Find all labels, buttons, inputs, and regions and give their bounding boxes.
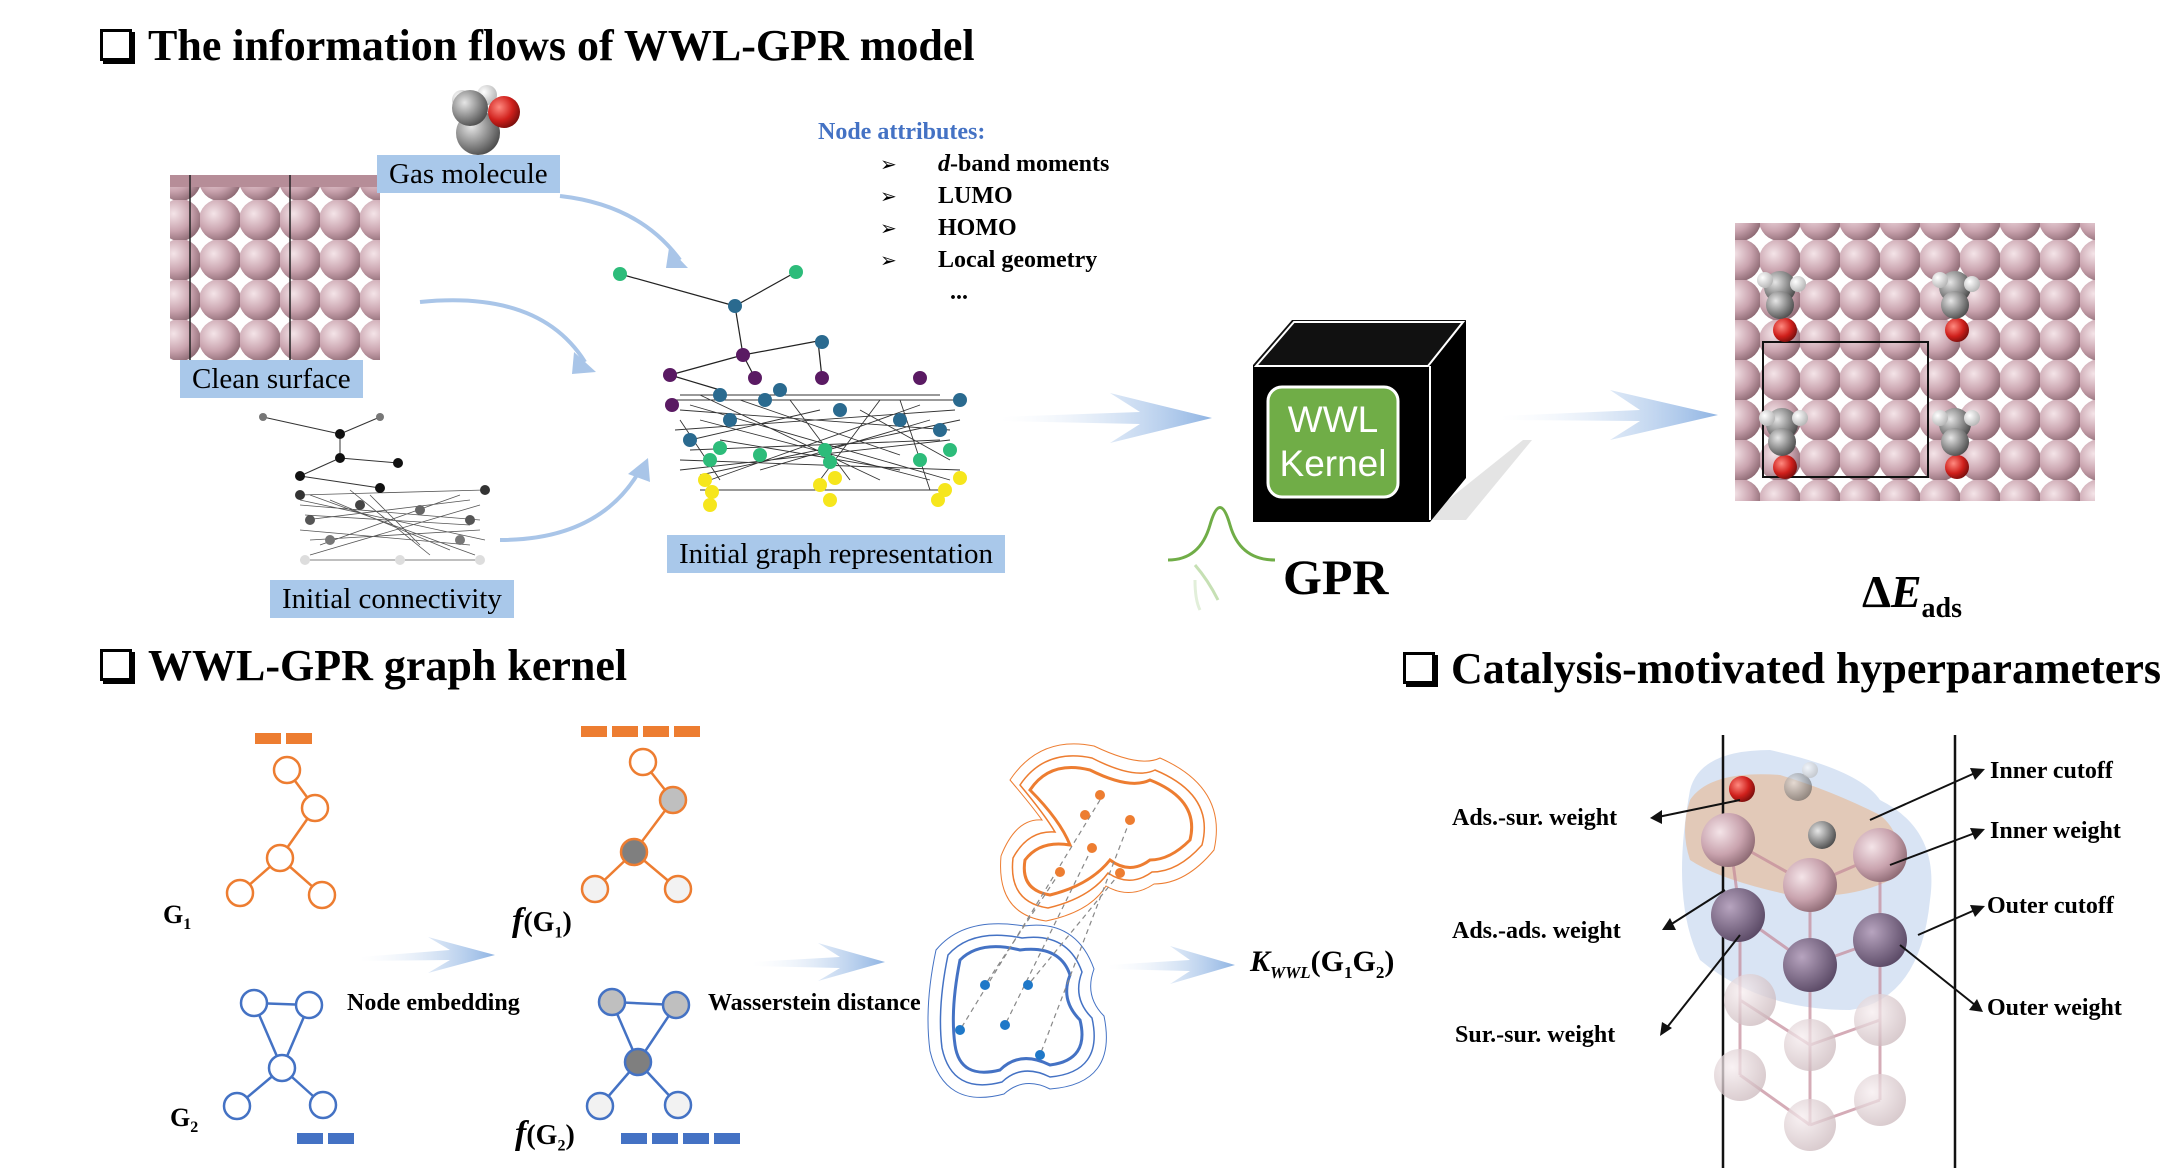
graph-f-g1: [580, 726, 700, 904]
arrow-gas-to-graph: [559, 194, 682, 262]
outer-cutoff-label: Outer cutoff: [1987, 893, 2114, 919]
g1-label-bar: [255, 733, 281, 744]
node-attribute-item: ➢LUMO: [880, 180, 1109, 212]
outer-weight-label: Outer weight: [1987, 995, 2122, 1021]
arrow-surface-to-graph: [419, 298, 587, 364]
ads-sur-weight-label: Ads.-sur. weight: [1452, 805, 1618, 831]
kwwl-label: KWWL(G1G2): [1250, 945, 1395, 982]
hyperparameter-arrows: [1650, 768, 1985, 1036]
checkbox-square-icon: [100, 28, 132, 61]
graph-g2: [222, 988, 354, 1144]
graph-node: [619, 837, 649, 867]
graph-node: [239, 988, 269, 1018]
checkbox-square-icon: [100, 648, 132, 681]
graph-node: [308, 1090, 338, 1120]
f-g1-label: f(G1): [512, 902, 572, 942]
node-attribute-item: ➢Local geometry: [880, 244, 1109, 276]
graph-node: [628, 747, 658, 777]
graph-node: [307, 880, 337, 910]
delta-e-ads-label: ΔEads: [1862, 566, 1962, 625]
arrow-connectivity-to-graph: [499, 469, 642, 542]
graph-node: [658, 785, 688, 815]
flow-arrows-top: [419, 194, 682, 542]
node-attribute-item: ...: [950, 279, 968, 305]
graph-g1: [225, 733, 337, 910]
initial-graph-label: Initial graph representation: [667, 535, 1006, 573]
arrowhead-icon: [572, 352, 596, 374]
g2-label: G2: [170, 1103, 199, 1137]
wasserstein-distance-label: Wasserstein distance: [708, 990, 921, 1016]
graph-node: [663, 874, 693, 904]
fg1-label-bar: [612, 726, 638, 737]
section-title-graph-kernel: WWL-GPR graph kernel: [100, 640, 627, 691]
f-g2-label: f(G2): [515, 1115, 575, 1155]
initial-connectivity-label: Initial connectivity: [270, 580, 514, 618]
fg2-label-bar: [683, 1133, 709, 1144]
gas-molecule-label: Gas molecule: [377, 155, 560, 193]
fg2-label-bar: [714, 1133, 740, 1144]
node-attribute-item: ➢d-band moments: [880, 148, 1109, 180]
arrow-bullet-icon: ➢: [880, 152, 897, 176]
adsorbed-surface-slab: [1735, 223, 2095, 501]
arrowhead-icon: [666, 248, 688, 268]
gpr-label: GPR: [1283, 549, 1389, 605]
gpr-black-box: [1253, 320, 1532, 522]
arrow-bullet-icon: ➢: [880, 248, 897, 272]
graph-node: [272, 755, 302, 785]
wwl-kernel-text: WWL Kernel: [1279, 399, 1387, 484]
section-title-information-flows: The information flows of WWL-GPR model: [100, 20, 975, 71]
wasserstein-distributions: [927, 743, 1217, 1098]
graph-node: [623, 1047, 653, 1077]
kernel-flow-arrows: [360, 937, 1235, 984]
graph-node: [267, 1053, 297, 1083]
clean-surface-label: Clean surface: [180, 360, 363, 398]
big-arrow-gpr-to-output: [1500, 390, 1718, 440]
fg2-label-bar: [621, 1133, 647, 1144]
graph-node: [663, 1090, 693, 1120]
initial-graph-representation: [613, 265, 967, 512]
graph-node: [585, 1091, 615, 1121]
node-attributes-list: ➢d-band moments ➢LUMO ➢HOMO ➢Local geome…: [880, 148, 1109, 308]
section-title-hyperparameters: Catalysis-motivated hyperparameters: [1403, 643, 2161, 694]
node-attribute-item: ➢HOMO: [880, 212, 1109, 244]
big-arrow-graph-to-gpr: [1000, 393, 1212, 443]
g2-label-bar: [328, 1133, 354, 1144]
hyperparameter-structure: [1682, 735, 1957, 1168]
sur-sur-weight-label: Sur.-sur. weight: [1455, 1022, 1616, 1048]
fg1-label-bar: [674, 726, 700, 737]
node-attributes-heading: Node attributes:: [818, 119, 986, 145]
g2-label-bar: [297, 1133, 323, 1144]
arrowhead-icon: [628, 458, 650, 482]
fg2-label-bar: [652, 1133, 678, 1144]
inner-cutoff-label: Inner cutoff: [1990, 758, 2113, 784]
g1-label: G1: [163, 900, 192, 934]
gaussian-curve-icon: [1167, 506, 1276, 611]
graph-node: [580, 874, 610, 904]
ads-ads-weight-label: Ads.-ads. weight: [1452, 918, 1621, 944]
fg1-label-bar: [581, 726, 607, 737]
inner-weight-label: Inner weight: [1990, 818, 2121, 844]
node-embedding-label: Node embedding: [347, 990, 520, 1016]
graph-node: [661, 990, 691, 1020]
graph-node: [265, 843, 295, 873]
arrow-bullet-icon: ➢: [880, 184, 897, 208]
wwl-kernel-box: [1266, 385, 1400, 499]
graph-node: [300, 793, 330, 823]
initial-connectivity-graph: [259, 413, 490, 565]
clean-surface-slab: [170, 175, 380, 360]
checkbox-square-icon: [1403, 651, 1435, 684]
graph-node: [597, 987, 627, 1017]
graph-node: [225, 878, 255, 908]
graph-node: [294, 990, 324, 1020]
arrow-bullet-icon: ➢: [880, 216, 897, 240]
g1-label-bar: [286, 733, 312, 744]
fg1-label-bar: [643, 726, 669, 737]
gas-molecule: [452, 85, 520, 155]
graph-node: [222, 1091, 252, 1121]
graph-f-g2: [585, 987, 740, 1144]
